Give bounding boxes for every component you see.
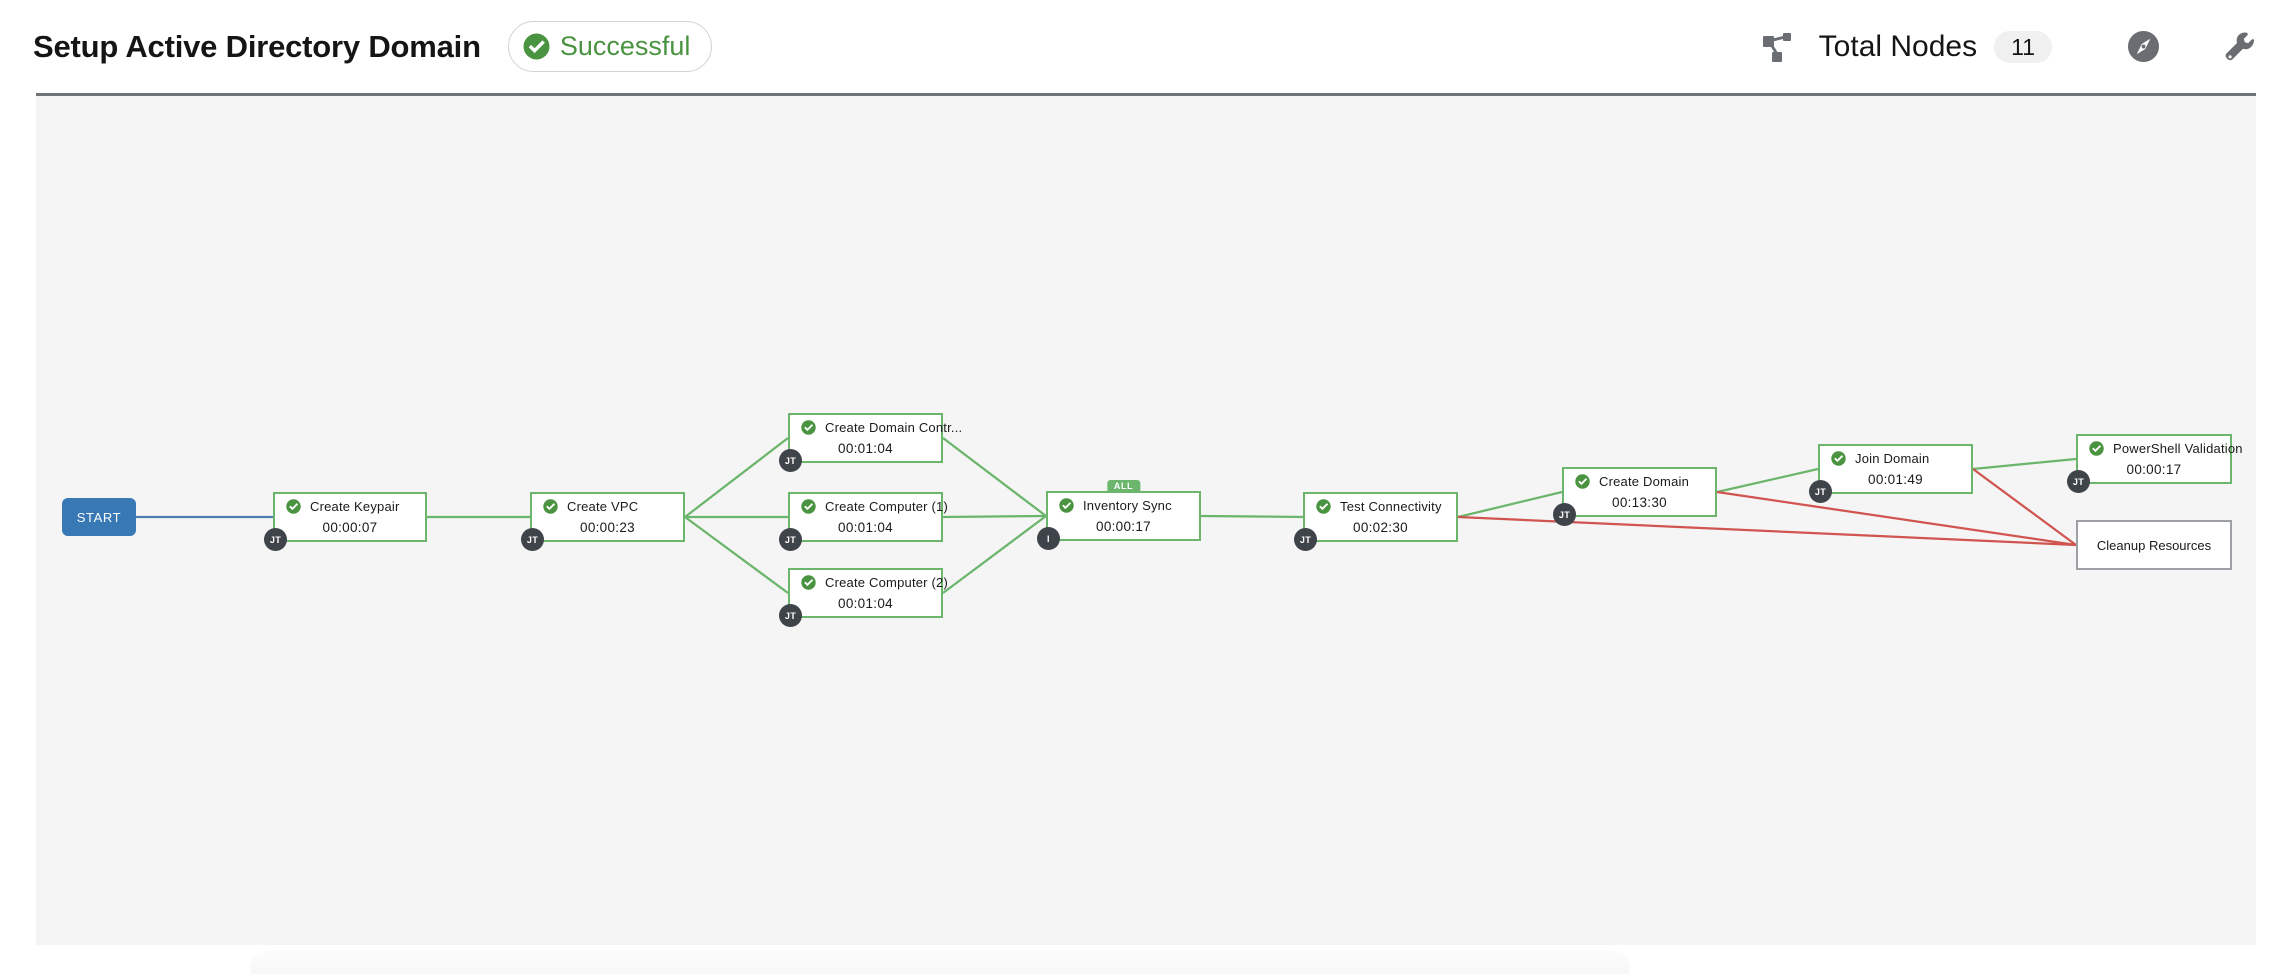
node-success-check-icon — [801, 499, 816, 515]
edge-test-connectivity-to-create-domain — [1457, 490, 1563, 519]
node-elapsed-time: 00:01:04 — [838, 595, 893, 611]
node-label: Join Domain — [1855, 451, 1930, 467]
node-success-check-icon — [286, 499, 301, 515]
edge-create-computer-2-to-inventory-sync — [942, 515, 1047, 594]
node-label: Inventory Sync — [1083, 498, 1172, 514]
edge-create-vpc-to-create-domain-controller — [684, 437, 789, 518]
node-label: Test Connectivity — [1340, 499, 1442, 515]
node-success-check-icon — [2089, 441, 2104, 457]
node-elapsed-time: 00:00:07 — [322, 519, 378, 535]
header: Setup Active Directory Domain Successful — [0, 0, 2290, 93]
edge-create-domain-to-cleanup-resources — [1716, 490, 2077, 547]
edge-join-domain-to-powershell-validation — [1972, 457, 2077, 471]
node-type-badge-jt: JT — [779, 604, 802, 627]
node-label: Create VPC — [567, 499, 639, 515]
node-label: Create Keypair — [310, 499, 400, 515]
node-elapsed-time: 00:00:17 — [2126, 461, 2182, 477]
tools-wrench-button[interactable] — [2224, 30, 2256, 64]
node-success-check-icon — [801, 420, 816, 436]
workflow-start-node[interactable]: START — [62, 498, 136, 536]
node-label: PowerShell Validation — [2113, 441, 2243, 457]
node-elapsed-time: 00:01:04 — [838, 440, 893, 456]
node-success-check-icon — [1059, 498, 1074, 514]
node-type-badge-jt: JT — [1553, 503, 1576, 526]
node-elapsed-time: 00:02:30 — [1353, 519, 1408, 535]
node-elapsed-time: 00:01:04 — [838, 519, 893, 535]
edge-create-vpc-to-create-computer-2 — [684, 516, 789, 594]
edge-inventory-sync-to-test-connectivity — [1200, 514, 1304, 519]
node-type-badge-jt: JT — [2067, 470, 2090, 493]
canvas-bottom-artifact — [250, 950, 1630, 974]
status-badge: Successful — [507, 21, 713, 72]
edge-create-domain-to-join-domain — [1716, 467, 1819, 494]
node-success-check-icon — [801, 575, 816, 591]
status-badge-label: Successful — [559, 31, 691, 61]
node-success-check-icon — [1316, 499, 1331, 515]
sitemap-icon — [1761, 31, 1792, 62]
node-success-check-icon — [1575, 474, 1590, 490]
node-type-badge-jt: JT — [779, 449, 802, 472]
node-type-badge-jt: JT — [1809, 480, 1832, 503]
node-label: Create Domain — [1599, 474, 1690, 490]
workflow-edges — [136, 437, 2077, 594]
node-elapsed-time: 00:00:17 — [1096, 518, 1151, 534]
workflow-node-cleanup-resources[interactable]: Cleanup Resources — [2076, 520, 2232, 570]
node-label: Cleanup Resources — [2096, 537, 2212, 553]
node-success-check-icon — [543, 499, 558, 515]
node-elapsed-time: 00:13:30 — [1612, 494, 1667, 510]
page-title: Setup Active Directory Domain — [33, 28, 481, 64]
node-elapsed-time: 00:01:49 — [1868, 471, 1923, 487]
node-type-badge-jt: JT — [264, 528, 287, 551]
node-label: Create Computer (2) — [825, 575, 949, 591]
node-convergence-tag: ALL — [1106, 480, 1141, 493]
compass-legend-button[interactable] — [2127, 30, 2160, 63]
success-check-icon — [523, 33, 550, 60]
header-toolbar: Total Nodes 11 — [1761, 30, 2256, 64]
node-type-badge-jt: JT — [521, 528, 544, 551]
node-label: Create Computer (1) — [825, 499, 949, 515]
node-elapsed-time: 00:00:23 — [580, 519, 635, 535]
edge-create-domain-controller-to-inventory-sync — [942, 437, 1047, 517]
total-nodes-label: Total Nodes — [1818, 29, 1978, 63]
total-nodes-count: 11 — [1994, 30, 2052, 63]
node-type-badge-i: I — [1037, 527, 1060, 550]
node-label: Create Domain Contr... — [825, 420, 963, 436]
node-success-check-icon — [1831, 451, 1846, 467]
edge-create-computer-1-to-inventory-sync — [942, 514, 1047, 519]
edge-join-domain-to-cleanup-resources — [1972, 468, 2077, 546]
node-type-badge-jt: JT — [1294, 528, 1317, 551]
node-type-badge-jt: JT — [779, 528, 802, 551]
